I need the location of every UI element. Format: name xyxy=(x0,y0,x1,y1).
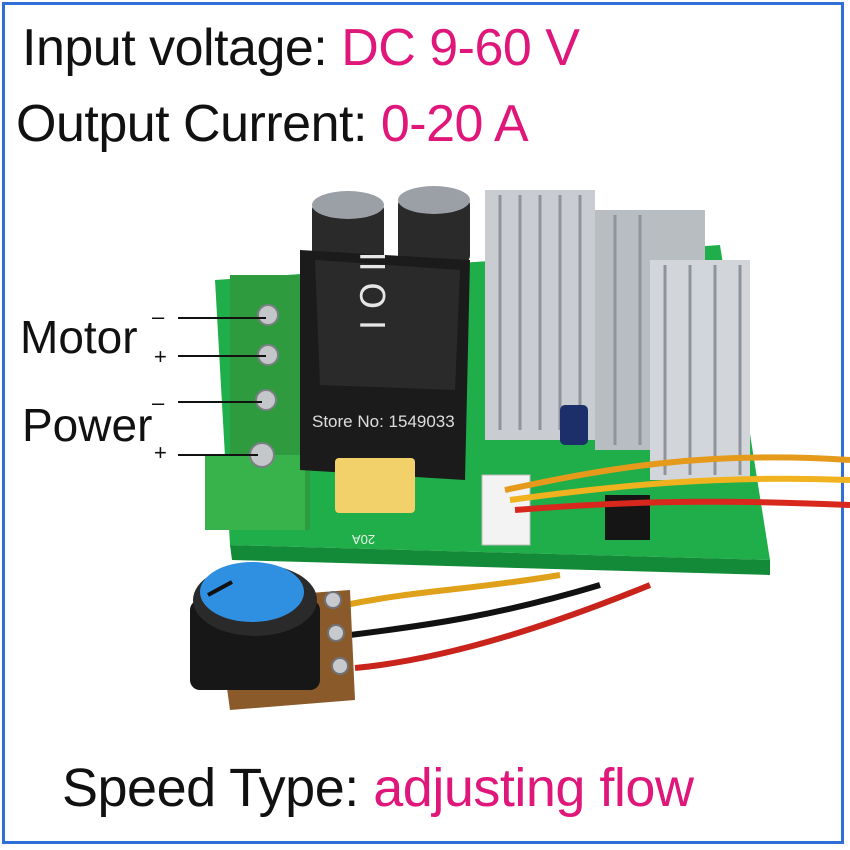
pcb-edge xyxy=(230,545,770,575)
output-current-label: Output Current: xyxy=(16,95,367,153)
motor-label: Motor xyxy=(20,311,138,363)
fuse xyxy=(335,458,415,513)
power-label: Power xyxy=(22,399,153,451)
input-voltage-value: DC 9-60 V xyxy=(341,19,580,77)
input-voltage-label: Input voltage: xyxy=(22,19,328,77)
heatsink xyxy=(485,190,750,480)
power-minus-sign: – xyxy=(152,390,165,415)
speed-type-line: Speed Type: adjusting flow xyxy=(62,758,694,818)
motor-plus-sign: + xyxy=(154,344,167,369)
power-plus-sign: + xyxy=(154,440,167,465)
output-current-line: Output Current: 0-20 A xyxy=(16,95,529,153)
store-watermark: Store No: 1549033 xyxy=(312,412,455,431)
signal-wires xyxy=(504,454,850,513)
potentiometer-wires xyxy=(344,572,652,671)
motor-minus-sign: – xyxy=(152,304,165,329)
output-current-value: 0-20 A xyxy=(380,95,529,153)
svg-text:I O II: I O II xyxy=(354,252,394,330)
speed-type-value: adjusting flow xyxy=(373,758,694,818)
input-voltage-line: Input voltage: DC 9-60 V xyxy=(22,19,580,77)
potentiometer-pins xyxy=(324,591,349,675)
potentiometer-knob xyxy=(190,562,320,690)
speed-type-label: Speed Type: xyxy=(62,758,359,818)
rocker-switch: I O II xyxy=(300,250,470,480)
